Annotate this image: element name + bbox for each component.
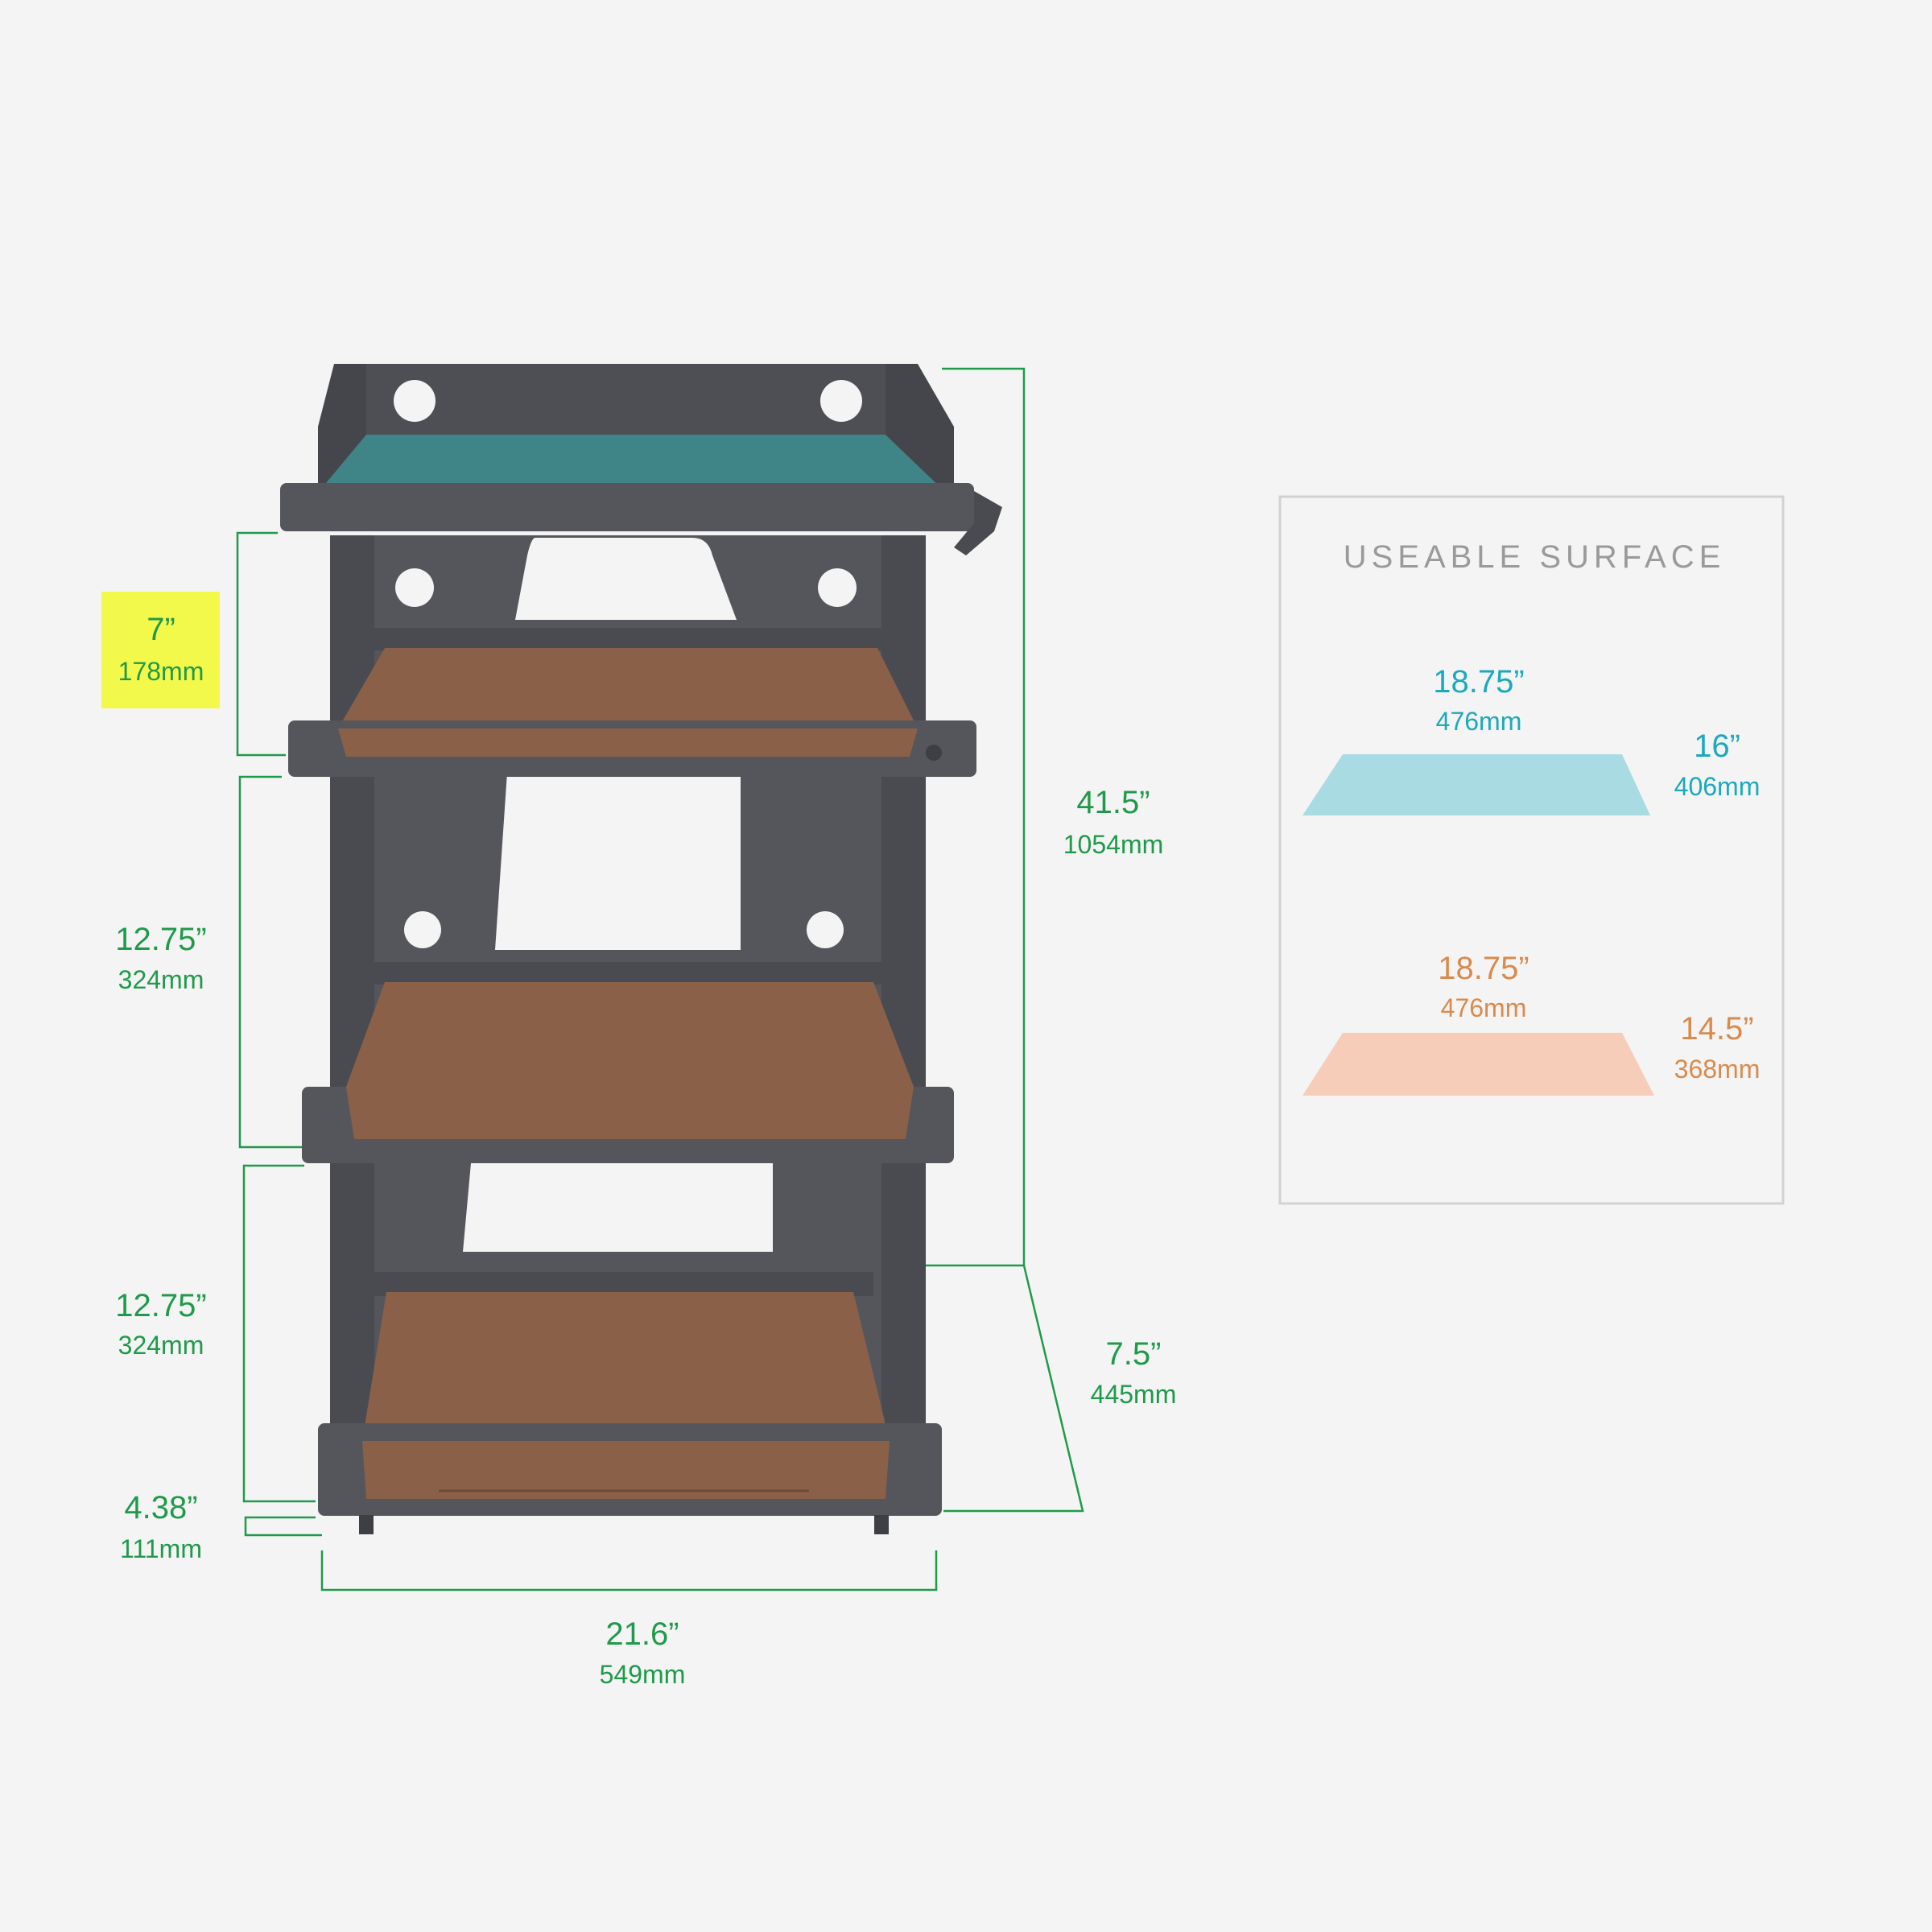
dim-top-gap-in: 7” bbox=[147, 612, 175, 647]
audio-rack-illustration bbox=[280, 364, 1002, 1534]
bottom-shelf-surface bbox=[362, 1292, 890, 1441]
lower-shelf-width-mm: 476mm bbox=[1441, 993, 1527, 1022]
rack-foot bbox=[359, 1515, 374, 1534]
cable-hole bbox=[820, 380, 862, 422]
dim-top-gap-mm: 178mm bbox=[118, 657, 204, 686]
dim-bracket-low-gap bbox=[242, 1164, 316, 1503]
dim-bracket-mid-gap bbox=[238, 775, 302, 1149]
lower-shelf-depth-mm: 368mm bbox=[1674, 1055, 1761, 1084]
shelf-logo-mark bbox=[926, 745, 942, 761]
bottom-shelf-surface-front bbox=[362, 1441, 890, 1499]
dim-bracket-depth bbox=[943, 1265, 1084, 1513]
shelf-3-surface bbox=[346, 982, 914, 1087]
dim-depth-mm: 445mm bbox=[1091, 1380, 1177, 1409]
top-shelf-back-rail bbox=[354, 364, 886, 436]
shelf-back-lip bbox=[370, 962, 886, 985]
top-shelf-front-edge bbox=[280, 483, 974, 531]
cable-hole bbox=[394, 380, 436, 422]
rack-cutout bbox=[515, 538, 737, 620]
dim-width-mm: 549mm bbox=[600, 1660, 686, 1689]
lower-shelf-depth-in: 14.5” bbox=[1680, 1011, 1753, 1046]
dimension-labels: 7” 178mm 12.75” 324mm 12.75” 324mm 4.38”… bbox=[115, 612, 1176, 1689]
panel-border bbox=[1278, 495, 1785, 1205]
headphone-hook bbox=[954, 491, 1002, 555]
useable-surface-panel: USEABLE SURFACE 18.75” 476mm 16” 406mm 1… bbox=[1278, 495, 1785, 1205]
rack-foot bbox=[874, 1515, 889, 1534]
lower-shelf-trapezoid bbox=[1302, 1033, 1654, 1096]
cable-hole bbox=[818, 568, 857, 607]
cable-hole bbox=[807, 911, 844, 948]
top-shelf-depth-in: 16” bbox=[1694, 729, 1740, 764]
top-shelf-width-mm: 476mm bbox=[1436, 707, 1522, 736]
shelf-3-surface-front bbox=[346, 1087, 914, 1139]
dim-mid-gap-mm: 324mm bbox=[118, 965, 204, 994]
dim-bracket-top-gap bbox=[236, 531, 286, 757]
top-shelf-surface bbox=[318, 435, 946, 493]
dim-depth-in: 7.5” bbox=[1106, 1336, 1162, 1372]
lower-shelf-surface-legend: 18.75” 476mm 14.5” 368mm bbox=[1302, 951, 1760, 1096]
top-shelf-depth-mm: 406mm bbox=[1674, 772, 1761, 801]
dim-height-in: 41.5” bbox=[1076, 785, 1150, 820]
shelf-back-lip bbox=[366, 628, 890, 650]
cable-hole bbox=[395, 568, 434, 607]
top-shelf-width-in: 18.75” bbox=[1433, 664, 1524, 700]
dim-bracket-width bbox=[320, 1550, 938, 1591]
dim-bracket-height bbox=[926, 367, 1026, 1267]
dim-low-gap-in: 12.75” bbox=[115, 1288, 206, 1323]
dim-height-mm: 1054mm bbox=[1063, 830, 1164, 859]
dim-width-in: 21.6” bbox=[605, 1616, 679, 1652]
dim-mid-gap-in: 12.75” bbox=[115, 922, 206, 957]
dim-foot-mm: 111mm bbox=[120, 1534, 202, 1563]
panel-title: USEABLE SURFACE bbox=[1344, 539, 1726, 575]
rack-cutout bbox=[495, 773, 741, 950]
highlight-box bbox=[101, 592, 220, 708]
dim-foot-in: 4.38” bbox=[124, 1490, 197, 1525]
shelf-2-surface-front bbox=[338, 729, 918, 757]
top-shelf-surface-legend: 18.75” 476mm 16” 406mm bbox=[1302, 664, 1760, 815]
shelf-2-surface bbox=[338, 648, 918, 729]
lower-shelf-width-in: 18.75” bbox=[1438, 951, 1529, 986]
top-shelf-trapezoid bbox=[1302, 754, 1650, 815]
dim-low-gap-mm: 324mm bbox=[118, 1331, 204, 1360]
dimension-lines bbox=[236, 367, 1084, 1591]
cable-hole bbox=[404, 911, 441, 948]
rack-cutout bbox=[463, 1163, 773, 1252]
dim-bracket-foot bbox=[244, 1516, 322, 1537]
